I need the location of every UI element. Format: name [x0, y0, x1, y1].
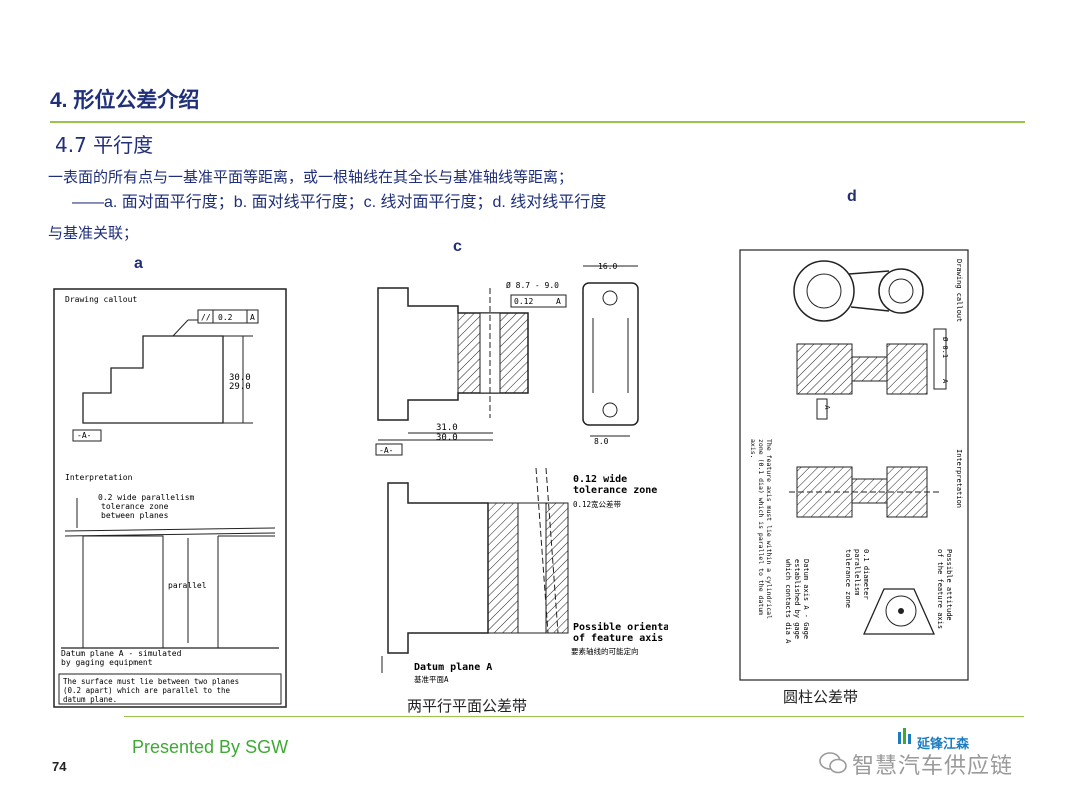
- definition-line-3: 与基准关联；: [48, 224, 139, 242]
- section-title: 4. 形位公差介绍: [50, 89, 200, 112]
- fig-d-datum: -A-: [823, 401, 831, 414]
- fig-c-frame-datum: A: [556, 297, 561, 306]
- footer-rule: [124, 716, 1024, 717]
- presenter-text: Presented By SGW: [132, 737, 289, 757]
- caption-d: 圆柱公差带: [783, 688, 859, 706]
- fig-c-orient2: of feature axis: [573, 632, 663, 644]
- fig-a-frame-datum: A: [250, 313, 255, 322]
- fig-a-frame-symbol: //: [201, 313, 211, 322]
- fig-a-foot3: datum plane.: [63, 695, 117, 704]
- fig-c-width-dim: 16.0: [598, 262, 617, 271]
- fig-a-parallel: parallel: [168, 581, 207, 590]
- fig-a-datum: -A-: [77, 431, 91, 440]
- label-d: d: [847, 188, 857, 205]
- fig-c-frame-value: 0.12: [514, 297, 533, 306]
- fig-c-zone1: 0.12 wide: [573, 473, 627, 485]
- figure-c-drawing: 0.12 A Ø 8.7 - 9.0 31.0 30.0 -A- 16.0 8.…: [375, 262, 668, 684]
- fig-a-foot2: (0.2 apart) which are parallel to the: [63, 686, 231, 695]
- fig-c-datum-plane: Datum plane A: [414, 662, 492, 673]
- fig-d-note4: parallelism: [853, 549, 861, 595]
- definition-line-2: ——a. 面对面平行度；b. 面对线平行度；c. 线对面平行度；d. 线对线平行…: [72, 194, 607, 211]
- fig-d-foot2: zone (0.1 dia) which is parallel to the …: [757, 439, 765, 615]
- fig-c-zone-cn: 0.12宽公差带: [573, 499, 622, 509]
- fig-c-dim8: 8.0: [594, 437, 609, 446]
- fig-a-note3: between planes: [101, 511, 169, 520]
- fig-c-dim30: 30.0: [436, 433, 458, 443]
- figure-d-drawing: Ø 0.1 A -A- Drawing callout Interpretati…: [739, 249, 969, 681]
- fig-a-datum-note2: by gaging equipment: [61, 658, 153, 667]
- fig-c-dia: Ø 8.7 - 9.0: [506, 280, 559, 290]
- fig-d-note2: of the feature axis: [936, 549, 944, 629]
- fig-d-note1: Possible attitude: [945, 549, 953, 621]
- caption-c: 两平行平面公差带: [407, 697, 528, 715]
- fig-d-frame-datum: A: [941, 379, 949, 384]
- fig-c-orient-cn: 要素轴线的可能定向: [571, 646, 639, 656]
- fig-c-zone2: tolerance zone: [573, 485, 657, 496]
- fig-c-datum: -A-: [379, 446, 393, 455]
- subsection-title: 4.7 平行度: [55, 133, 154, 157]
- label-a: a: [134, 255, 143, 272]
- fig-d-datum-axis1: Datum axis A - Gage: [802, 559, 810, 639]
- fig-a-interp: Interpretation: [65, 473, 133, 482]
- fig-d-datum-axis2: established by gage: [793, 559, 801, 639]
- title-rule: [50, 121, 1025, 123]
- fig-d-callout: Drawing callout: [955, 259, 963, 322]
- company-logo-icon: [898, 728, 911, 744]
- fig-a-datum-note1: Datum plane A - simulated: [61, 649, 182, 658]
- fig-a-frame-value: 0.2: [218, 313, 233, 322]
- definition-line-1: 一表面的所有点与一基准平面等距离，或一根轴线在其全长与基准轴线等距离；: [48, 168, 574, 186]
- fig-d-note3: 0.1 diameter: [862, 549, 870, 600]
- fig-c-orient1: Possible orientation: [573, 621, 668, 633]
- fig-a-dim-top: 30.0: [229, 373, 251, 383]
- fig-d-note5: tolerance zone: [844, 549, 852, 608]
- page-number: 74: [52, 759, 67, 774]
- fig-a-foot1: The surface must lie between two planes: [63, 677, 239, 686]
- fig-d-datum-axis3: which contacts dia A: [784, 559, 792, 644]
- fig-d-foot3: axis.: [749, 439, 757, 459]
- fig-a-note1: 0.2 wide parallelism: [98, 493, 195, 502]
- fig-c-dim31: 31.0: [436, 423, 458, 433]
- figure-a-drawing: Drawing callout // 0.2 A 30.0 29.0 -A- I…: [53, 288, 287, 708]
- fig-d-interp: Interpretation: [955, 449, 963, 508]
- fig-a-note2: tolerance zone: [101, 502, 169, 511]
- fig-d-foot1: The feature axis must lie within a cylin…: [765, 439, 773, 619]
- fig-c-datum-cn: 基准平面A: [414, 674, 449, 684]
- fig-a-callout: Drawing callout: [65, 295, 137, 304]
- wechat-icon: [819, 752, 847, 774]
- company-logo-text: 延锋江森: [917, 737, 970, 752]
- fig-d-frame-value: Ø 0.1: [941, 337, 949, 358]
- watermark-text: 智慧汽车供应链: [852, 754, 1014, 779]
- fig-a-dim-bottom: 29.0: [229, 382, 251, 392]
- label-c: c: [453, 238, 462, 255]
